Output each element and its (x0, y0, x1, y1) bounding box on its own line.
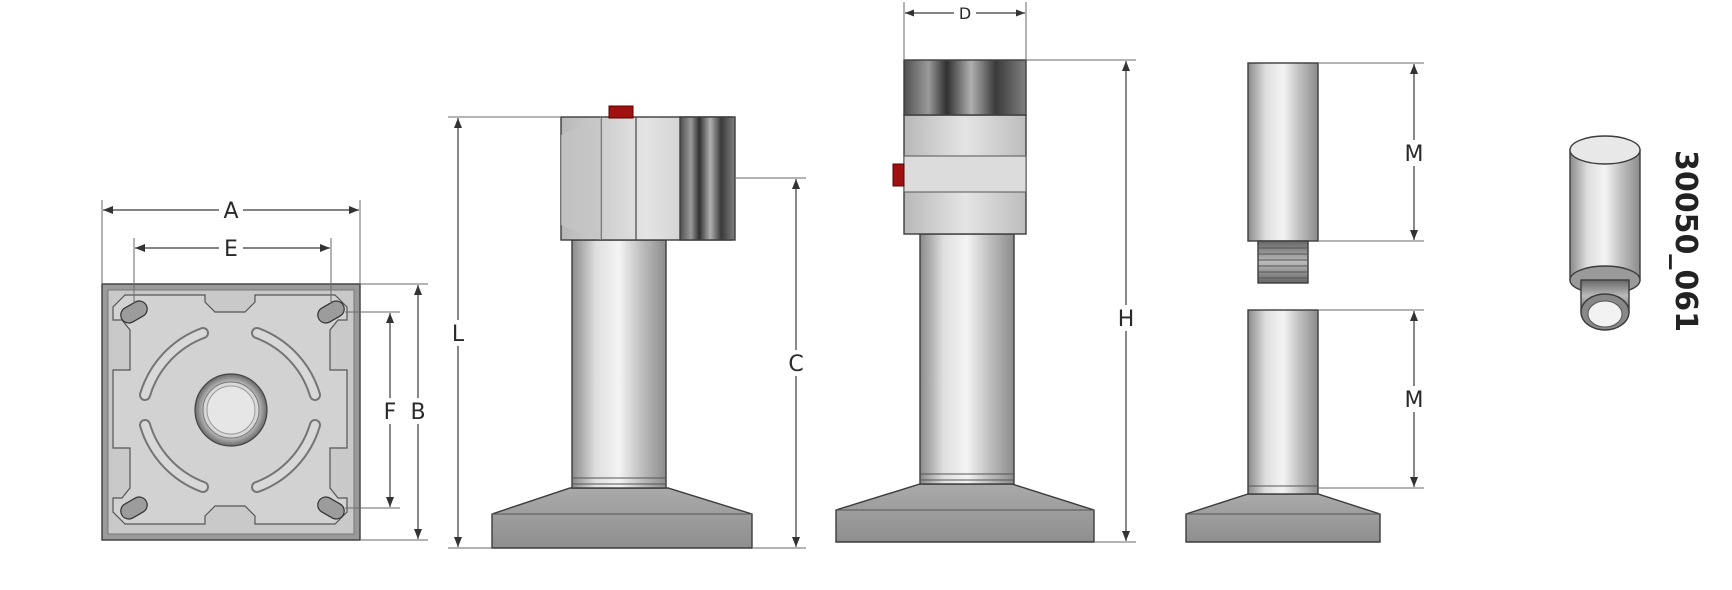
label-c: C (788, 352, 803, 377)
dimension-a: A (101, 198, 361, 284)
iso-tube-body (1569, 149, 1641, 281)
extension-base-flange (1185, 493, 1381, 543)
base-column-stub (1247, 309, 1319, 495)
dimension-e: E (133, 236, 332, 304)
red-indicator-side (892, 163, 905, 187)
base-flange (491, 487, 753, 549)
front-base-flange (835, 483, 1095, 543)
label-a: A (223, 199, 238, 224)
top-view-base-plate (101, 283, 361, 541)
dimension-c: C (735, 177, 808, 549)
housing-cap (679, 116, 736, 241)
label-e: E (224, 237, 238, 262)
dimension-m-top: M (1318, 62, 1428, 242)
dimension-d: D (903, 2, 1027, 60)
label-b: B (410, 400, 425, 425)
support-column (571, 239, 667, 489)
dimension-b: B (360, 283, 430, 541)
label-m-bottom: M (1405, 388, 1424, 413)
slot-hole-tr (317, 300, 345, 324)
extension-view (1185, 62, 1381, 543)
label-h: H (1118, 307, 1135, 332)
front-view-assembly (835, 59, 1095, 543)
dimension-l: L (446, 116, 561, 549)
slot-hole-tl (120, 300, 148, 324)
front-housing-cap (903, 59, 1027, 116)
front-support-column (919, 233, 1015, 485)
extension-tube (1247, 62, 1319, 242)
side-view-assembly (491, 105, 753, 549)
label-d: D (959, 4, 971, 23)
front-housing-band (903, 155, 1027, 193)
iso-extension-part (1569, 135, 1641, 331)
label-m-top: M (1405, 142, 1424, 167)
dimension-h: H (1026, 59, 1139, 543)
part-code: 30050_061 (1668, 150, 1703, 332)
slot-hole-bl (120, 496, 148, 520)
slot-hole-br (317, 496, 345, 520)
dimension-f: F (345, 311, 402, 509)
label-l: L (452, 322, 465, 347)
extension-thread (1257, 240, 1309, 284)
dimension-m-bottom: M (1318, 309, 1428, 489)
label-f: F (384, 400, 397, 425)
red-indicator-top (608, 105, 634, 119)
